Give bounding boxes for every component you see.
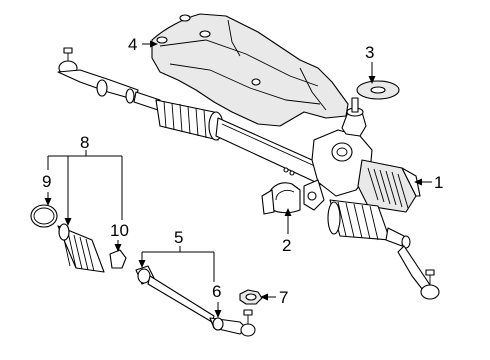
callout-10: 10 — [110, 221, 129, 240]
callout-4: 4 — [128, 35, 137, 54]
right-boot-and-tie-rod — [327, 199, 440, 300]
washer — [356, 80, 400, 100]
callout-9: 9 — [42, 172, 51, 191]
callout-5: 5 — [174, 228, 183, 247]
callout-7: 7 — [279, 288, 288, 307]
o-ring — [30, 204, 58, 228]
steering-gear-housing — [303, 97, 421, 213]
left-outer-tie-rod — [57, 47, 161, 111]
tie-rod-end — [209, 309, 256, 337]
leader-lines — [44, 40, 432, 318]
boot-kit — [57, 223, 127, 273]
nut — [239, 289, 263, 305]
callout-1: 1 — [434, 173, 443, 192]
rack-assembly — [155, 99, 331, 187]
heat-shield — [151, 13, 349, 127]
callout-2: 2 — [282, 236, 291, 255]
inner-tie-rod — [135, 265, 215, 323]
callout-labels: 4 3 1 2 8 9 10 5 6 7 — [42, 35, 443, 307]
callout-6: 6 — [212, 282, 221, 301]
callout-3: 3 — [365, 43, 374, 62]
clamp-bracket — [261, 182, 301, 215]
callout-8: 8 — [80, 133, 89, 152]
